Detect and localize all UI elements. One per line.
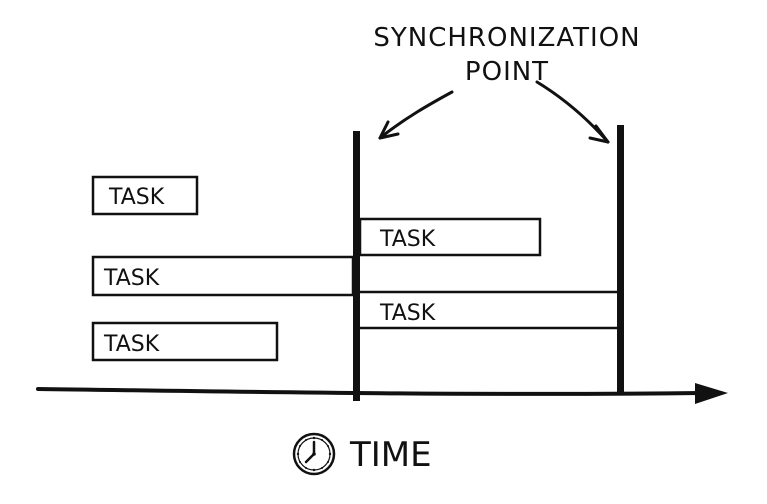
time-label: TIME	[349, 435, 432, 475]
task-box-1: TASK	[91, 175, 199, 216]
task-box-4: TASK	[360, 290, 617, 330]
arrow-to-sync-line-2	[535, 80, 610, 144]
clock-icon	[292, 432, 336, 476]
task-label-2: TASK	[379, 227, 436, 252]
sync-label-line1: SYNCHRONIZATION	[373, 23, 640, 53]
arrow-to-sync-line-1	[378, 90, 454, 140]
time-axis-arrowhead	[695, 383, 728, 404]
task-box-3: TASK	[91, 255, 355, 297]
task-label-4: TASK	[379, 301, 436, 326]
time-axis	[36, 383, 728, 404]
sync-line-2	[617, 125, 624, 395]
sync-line-1	[353, 131, 360, 401]
task-box-2: TASK	[358, 217, 542, 257]
sync-label-line2: POINT	[465, 57, 549, 87]
task-label-3: TASK	[103, 266, 160, 291]
task-label-1: TASK	[108, 185, 165, 210]
task-label-5: TASK	[103, 332, 160, 357]
task-box-5: TASK	[91, 321, 279, 362]
